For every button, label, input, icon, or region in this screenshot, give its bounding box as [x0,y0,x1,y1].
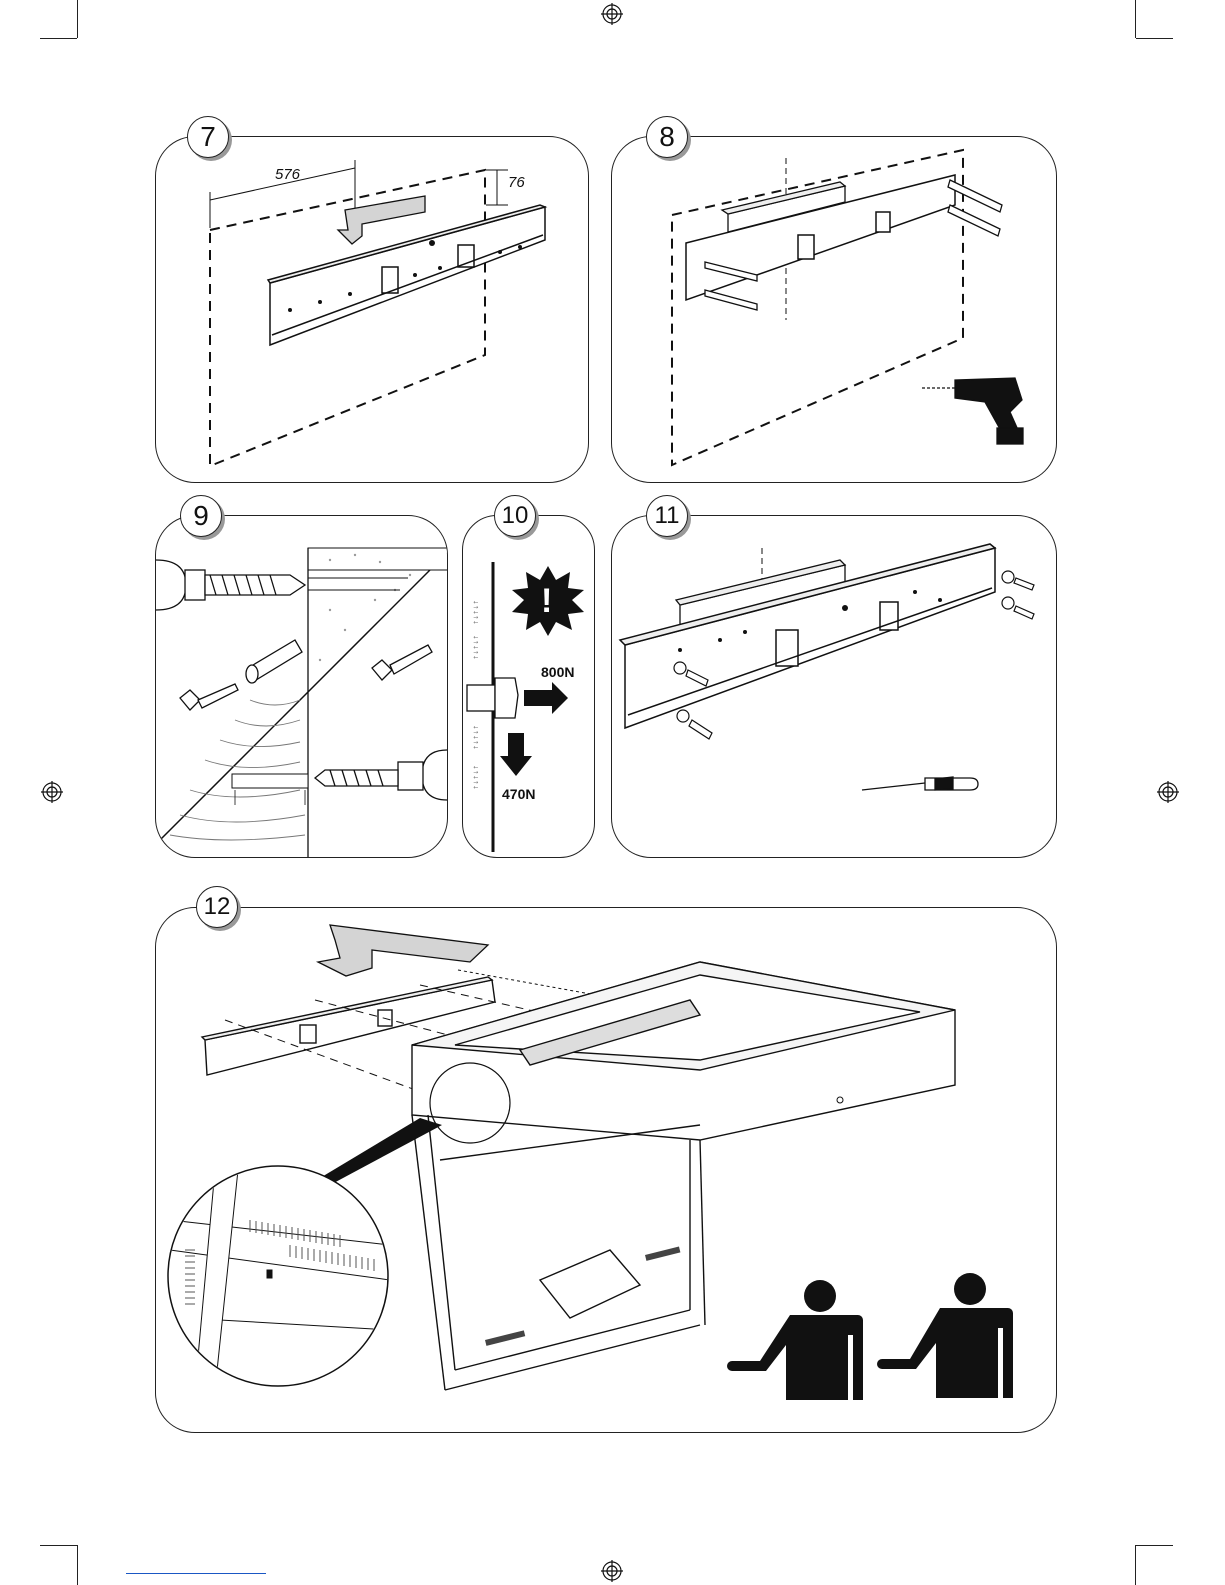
step-12-number: 12 [196,886,238,928]
two-person-lift-icon [727,1273,1013,1400]
placement-arrow [318,925,488,976]
tv-frame-unit [412,962,955,1390]
footer-rule [126,1573,266,1574]
zoom-detail [168,1166,390,1390]
